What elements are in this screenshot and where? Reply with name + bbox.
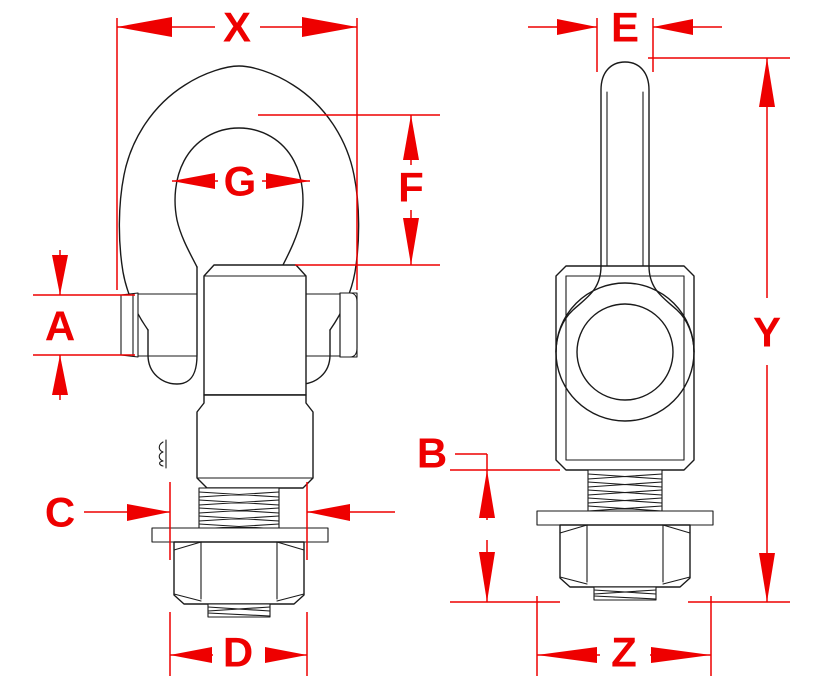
side-shank-stub-thread <box>593 589 657 600</box>
grease-fitting <box>158 439 167 469</box>
dim-A-label: A <box>45 303 75 350</box>
dim-B-label: B <box>417 430 447 477</box>
dim-C-arrow-left <box>127 504 170 521</box>
side-view-shank <box>600 61 650 291</box>
dim-E-label: E <box>611 4 639 51</box>
pin-collar-right <box>339 292 358 358</box>
side-flat-washer <box>536 510 714 526</box>
side-hex-nut-chamfer-top <box>559 524 691 534</box>
front-view <box>118 65 360 618</box>
hex-nut-chamfer-top <box>173 541 305 551</box>
dim-X-arrow-left <box>117 17 172 37</box>
bushing-outer-circle <box>555 282 695 422</box>
dim-E-arrow-left <box>557 19 597 35</box>
shackle-bow-outer <box>118 65 360 331</box>
side-shank-outline <box>600 61 650 291</box>
dim-X-label: X <box>223 4 251 51</box>
shackle-bow-outline <box>118 65 360 331</box>
dim-G-arrow-right <box>266 173 310 189</box>
dimension-B: B <box>417 430 560 603</box>
dim-Y-label: Y <box>753 309 781 356</box>
shank-stub-thread <box>207 606 271 617</box>
threaded-shank <box>198 487 280 533</box>
dim-C-label: C <box>45 489 75 536</box>
dim-B-arrow-top <box>479 470 495 518</box>
dim-A-arrow-top <box>52 255 68 295</box>
dim-X-arrow-right <box>302 17 357 37</box>
flat-washer <box>151 527 329 543</box>
hex-nut-chamfer-bottom <box>173 593 305 602</box>
dim-Y-arrow-bottom <box>759 553 775 602</box>
dim-G-label: G <box>224 158 257 205</box>
dimension-E: E <box>528 4 722 72</box>
side-view-body <box>555 265 695 471</box>
dim-Z-arrow-right <box>651 647 711 663</box>
dimension-X: X <box>116 4 358 290</box>
dim-D-arrow-right <box>265 647 307 663</box>
dim-A-arrow-bottom <box>52 355 68 395</box>
dimension-G: G <box>172 158 310 205</box>
pin-collar-right-body <box>339 292 358 358</box>
bushing-eye <box>555 265 695 422</box>
dimension-C: C <box>45 482 395 560</box>
side-hex-nut-body <box>559 524 691 588</box>
dim-E-arrow-right <box>653 19 693 35</box>
dimension-Z: Z <box>536 596 712 676</box>
bushing-inner-circle <box>576 303 674 401</box>
pin-collar-left <box>120 292 139 358</box>
thread-zigzag <box>198 491 280 530</box>
side-view <box>536 61 714 601</box>
side-threaded-shank <box>587 469 663 515</box>
pin-collar-left-body <box>120 292 139 358</box>
shackle-bow-inner <box>174 127 304 268</box>
grease-fitting-helix <box>158 441 164 467</box>
dim-B-arrow-bottom <box>479 552 495 602</box>
hex-nut-body <box>173 541 305 605</box>
dim-D-arrow-left <box>170 647 212 663</box>
side-thread-zigzag <box>587 473 663 512</box>
flat-washer-body <box>151 527 329 543</box>
dim-Z-arrow-left <box>537 647 597 663</box>
dim-F-label: F <box>398 164 424 211</box>
dimension-F: F <box>258 114 440 266</box>
pin-collar-right-round <box>339 292 358 358</box>
swivel-body <box>196 264 314 489</box>
dimension-A: A <box>33 250 135 400</box>
dim-G-arrow-left <box>172 173 215 189</box>
dim-Z-label: Z <box>611 629 637 676</box>
shackle-leg-left <box>147 266 198 385</box>
dim-F-arrow-top <box>403 115 419 160</box>
side-hex-nut-chamfer-bottom <box>559 576 691 585</box>
dim-F-arrow-bottom <box>403 218 419 265</box>
dim-C-arrow-right <box>307 504 350 521</box>
side-hex-nut <box>559 524 691 601</box>
swivel-body-lower <box>196 394 314 489</box>
dimension-D: D <box>169 612 308 676</box>
dim-D-label: D <box>223 629 253 676</box>
side-flat-washer-body <box>536 510 714 526</box>
dimension-Y: Y <box>648 57 790 603</box>
swivel-body-upper <box>203 264 307 396</box>
side-body-block <box>555 265 695 471</box>
hex-nut <box>173 541 305 618</box>
dim-Y-arrow-top <box>759 58 775 107</box>
